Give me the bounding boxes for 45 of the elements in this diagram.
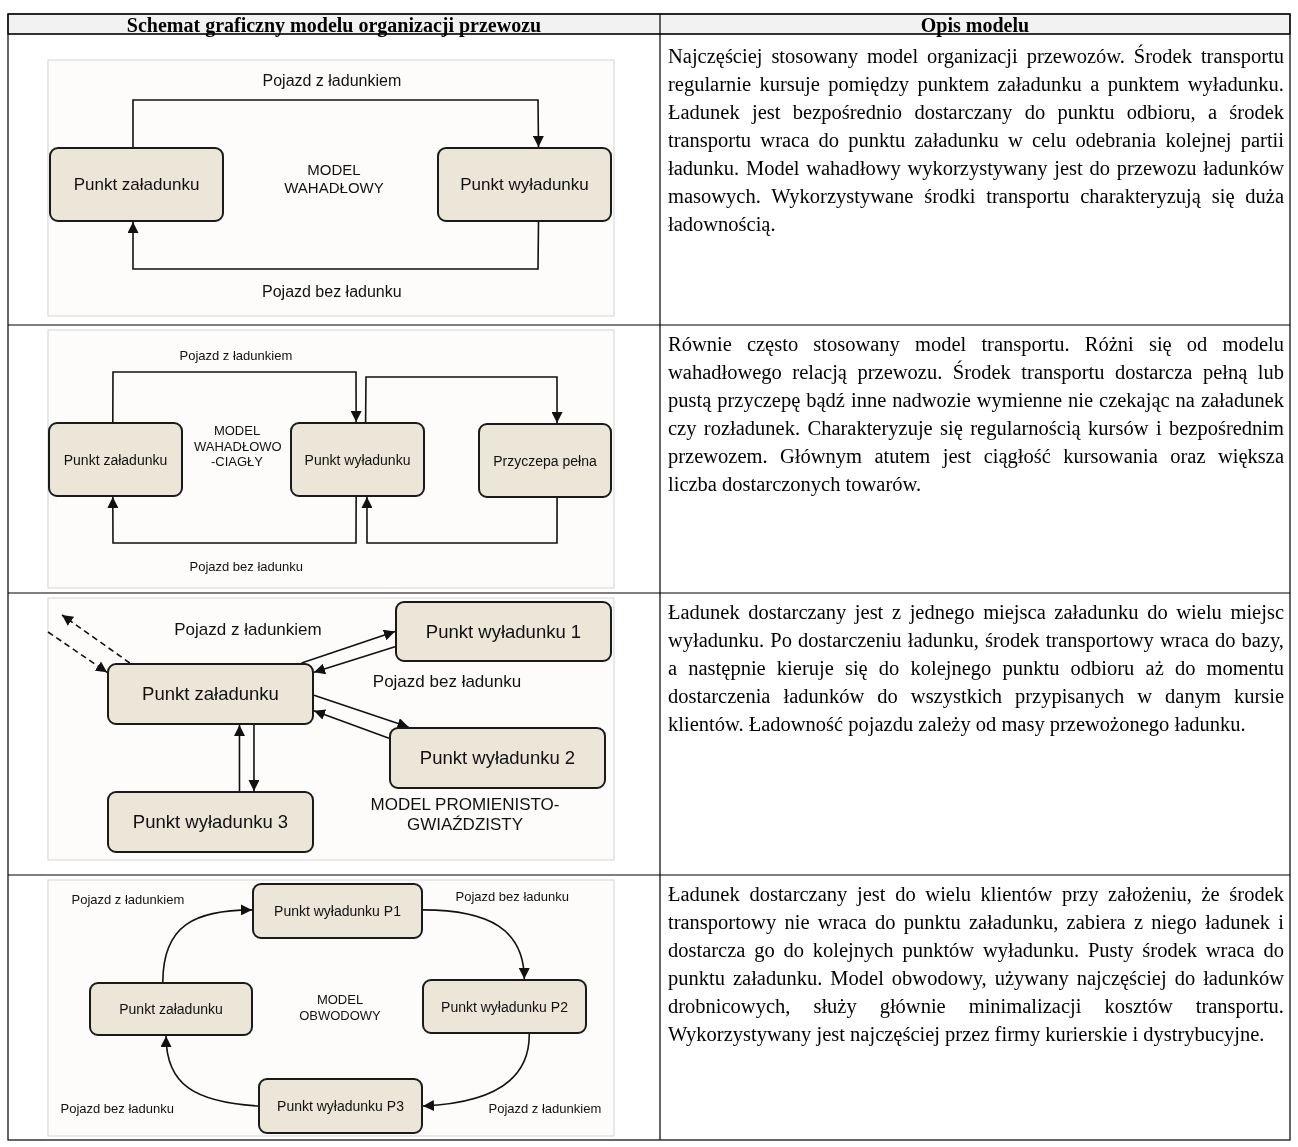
- arrow: [127, 221, 540, 270]
- arrow: [313, 709, 390, 739]
- arrow: [248, 724, 260, 792]
- model-name: MODEL OBWODOWY: [298, 992, 382, 1024]
- route-label: Pojazd z ładunkiem: [173, 620, 323, 641]
- location-box: Punkt wyładunku P1: [252, 883, 423, 939]
- column-header: Opis modelu: [919, 15, 1031, 35]
- arrow: [61, 614, 131, 664]
- arrow: [313, 694, 410, 729]
- arrow: [161, 1035, 259, 1107]
- location-box: Punkt wyładunku P2: [422, 979, 587, 1034]
- description-text: Najczęściej stosowany model organizacji przewozów. Środek transportu regularnie kursuje pomiędzy punktem załadunku a punktem wyładunku. Ładunek jest bezpośrednio dostarczany do punktu odbioru, a środek transportu wraca do punktu załadunku w celu odebrania kolejnej partii ładunku. Model wahadłowy wykorzystywany jest do przewozu ładunków masowych. Wykorzystywane środki transportu charakteryzują się duża ładownością.: [668, 43, 1284, 238]
- arrow: [422, 909, 530, 980]
- location-box: Punkt wyładunku: [290, 422, 425, 497]
- arrow: [112, 371, 362, 423]
- arrow: [162, 904, 253, 983]
- description-text: Równie często stosowany model transportu. Różni się od modelu wahadłowego relacją przewozu. Środek transportu dostarcza pełną lub pustą przyczepę bądź inne nadwozie wymienne nie czekając na załadunek czy rozładunek. Charakteryzuje się regularnością kursów i bezpośrednim przewozem. Głównym atutem jest ciągłość kursowania oraz większa liczba dostarczonych towarów.: [668, 332, 1284, 498]
- location-box: Punkt wyładunku: [437, 147, 612, 222]
- description-text: Ładunek dostarczany jest do wielu klientów przy założeniu, że środek transportowy nie wraca do punktu załadunku, zabiera z niego ładunek i dostarcza go do kolejnych punktów wyładunku. Pusty środek wraca do punktu załadunku. Model obwodowy, używany najczęściej do ładunków drobnicowych, służy głównie minimalizacji kosztów transportu. Wykorzystywany jest najczęściej przez firmy kurierskie i dystrybucyjne.: [668, 882, 1284, 1048]
- arrow: [234, 724, 245, 792]
- column-header: Schemat graficzny modelu organizacji przewozu: [125, 15, 543, 35]
- location-box: Punkt wyładunku 1: [395, 601, 612, 662]
- location-box: Punkt załadunku: [107, 663, 314, 725]
- location-box: Punkt załadunku: [48, 422, 183, 497]
- location-box: Punkt załadunku: [49, 147, 224, 222]
- arrow: [361, 496, 558, 544]
- arrow: [313, 645, 396, 675]
- edge-label: Pojazd bez ładunku: [260, 283, 404, 301]
- location-box: Punkt wyładunku 2: [389, 727, 606, 789]
- model-name: MODEL WAHADŁOWO -CIAGŁY: [194, 423, 280, 470]
- description-text: Ładunek dostarczany jest z jednego miejsca załadunku do wielu miejsc wyładunku. Po dostarczeniu ładunku, środek transportowy wraca do bazy, a następnie kieruje się do kolejnego punktu odbioru aż do momentu dostarczenia ładunków do wszystkich przypisanych w danym kursie klientów. Ładowność pojazdu zależy od masy przewożonego ładunku.: [668, 600, 1284, 738]
- edge-label: Pojazd z ładunkiem: [260, 72, 404, 90]
- location-box: Punkt wyładunku 3: [107, 791, 314, 853]
- arrow: [300, 629, 396, 664]
- arrow: [364, 376, 563, 424]
- route-label: Pojazd bez ładunku: [371, 672, 523, 693]
- location-box: Punkt wyładunku P3: [258, 1078, 423, 1134]
- model-name: MODEL WAHADŁOWY: [283, 161, 385, 197]
- arrow: [47, 631, 108, 674]
- arrow: [422, 1033, 531, 1111]
- location-box: Punkt załadunku: [89, 982, 253, 1036]
- arrow: [132, 99, 544, 148]
- location-box: Przyczepa pełna: [478, 423, 612, 498]
- arrow: [107, 496, 357, 544]
- model-name: MODEL PROMIENISTO- GWIAŹDZISTY: [369, 795, 561, 836]
